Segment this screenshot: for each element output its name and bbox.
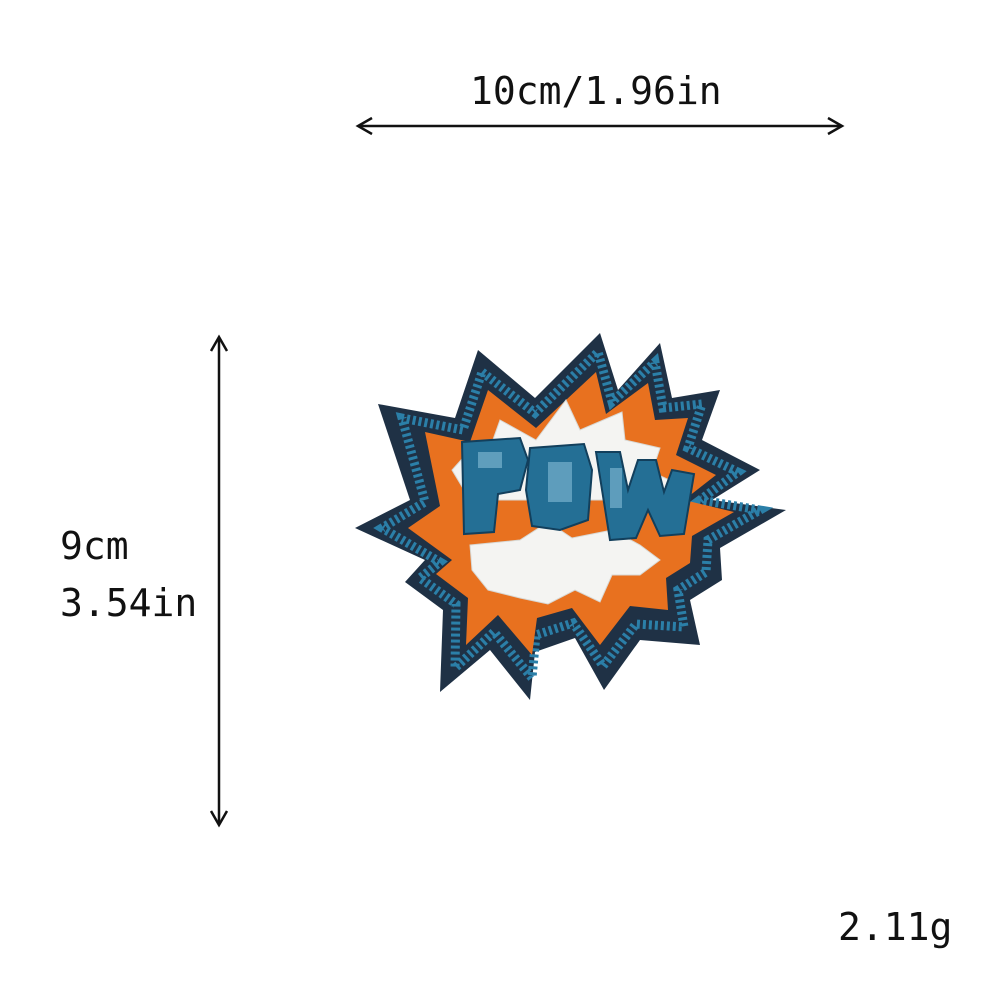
patch-pow-highlights [478,452,622,508]
height-arrow [209,334,229,828]
height-in-label: 3.54in [60,581,198,625]
width-dimension-label: 10cm/1.96in [470,69,722,113]
height-cm-label: 9cm [60,524,129,568]
width-arrow [355,116,845,136]
weight-label: 2.11g [838,905,953,949]
